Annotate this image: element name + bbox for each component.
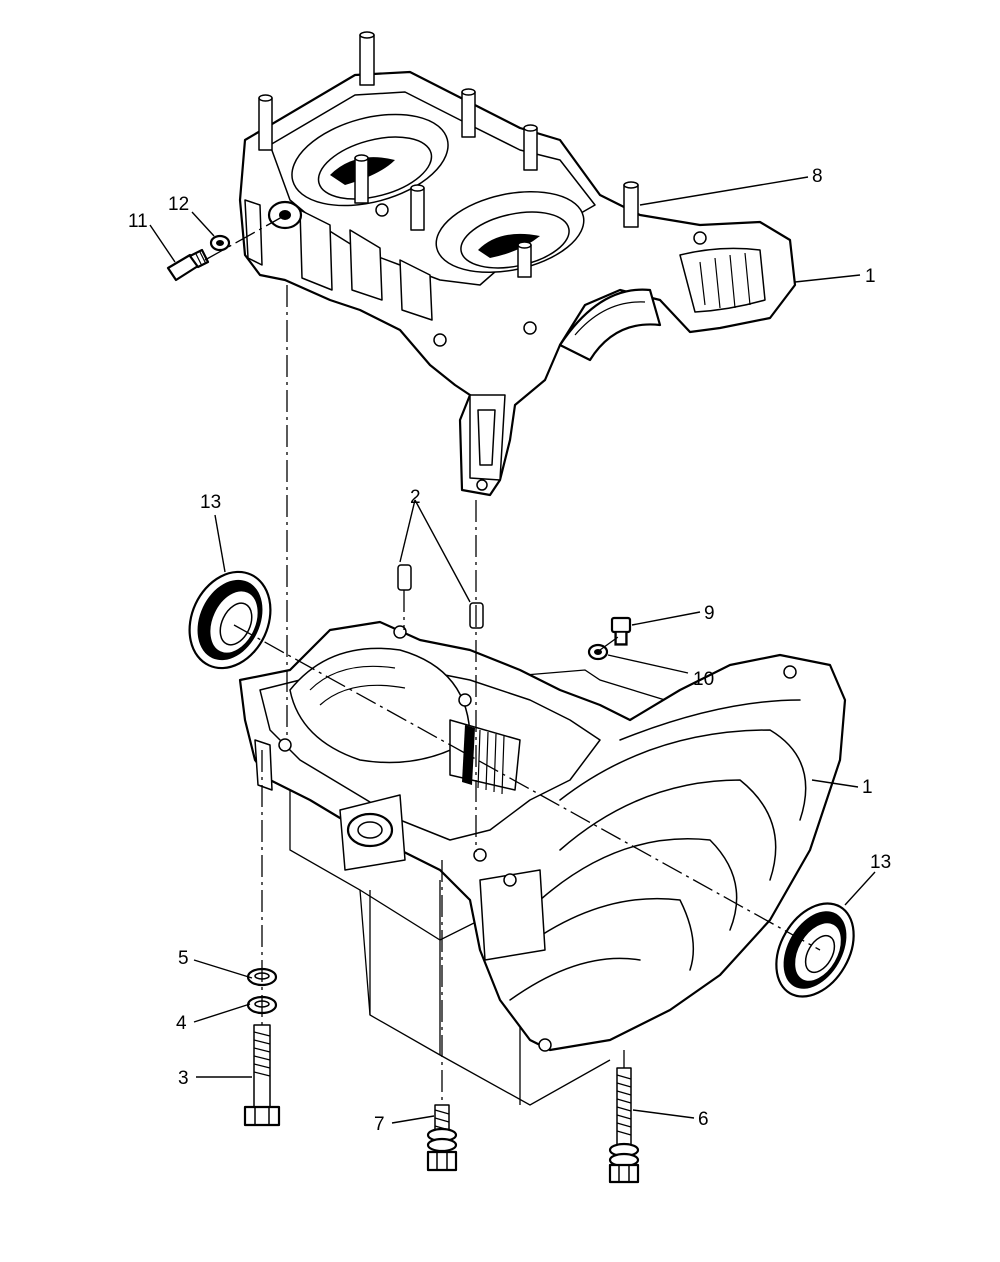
upper-crankcase: [238, 31, 797, 497]
callout-10: 10: [693, 669, 714, 690]
bolt-with-washers-center: [426, 1104, 458, 1172]
callout-13-right: 13: [870, 852, 891, 873]
callout-11: 11: [128, 211, 148, 232]
oil-seal-left: [188, 570, 272, 670]
callout-7: 7: [374, 1114, 385, 1135]
sealing-washer: [587, 643, 609, 661]
callout-9: 9: [704, 603, 715, 624]
callout-leaders: [149, 176, 876, 1124]
callout-8: 8: [812, 166, 823, 187]
callout-2: 2: [410, 487, 421, 508]
callout-12: 12: [168, 194, 189, 215]
oil-fitting: [166, 248, 210, 282]
dowel-pins: [397, 564, 484, 629]
bolt-with-washers-right: [608, 1067, 640, 1184]
drain-plug: [610, 616, 632, 646]
callout-6: 6: [698, 1109, 709, 1130]
callout-1-upper: 1: [865, 266, 876, 287]
lower-crankcase: [238, 620, 847, 1106]
callout-5: 5: [178, 948, 189, 969]
callout-1-lower: 1: [862, 777, 873, 798]
bolt-long: [243, 1024, 281, 1127]
callout-labels: 1 1 2 3 4 5 6 7 8 9 10 11 12 13 13: [128, 166, 891, 1135]
callout-13-left: 13: [200, 492, 221, 513]
oil-seal-right: [775, 902, 855, 998]
alignment-lines: [204, 216, 821, 1105]
callout-3: 3: [178, 1068, 189, 1089]
lock-washer: [209, 234, 231, 252]
callout-4: 4: [176, 1013, 187, 1034]
cylinder-studs: [258, 31, 639, 278]
